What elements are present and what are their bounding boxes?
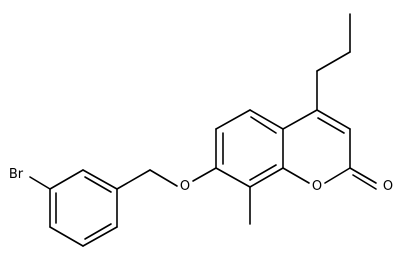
bond-coumarin-inner-2: [250, 116, 277, 134]
bond-ch2-o: [149, 169, 178, 187]
bond-bromophenyl-c1-c2: [49, 169, 84, 190]
atom-label-ring-oxygen: O: [312, 179, 322, 194]
bond-c7-c8: [215, 167, 251, 188]
bond-bromophenyl-inner-2: [84, 223, 112, 240]
atom-label-carbonyl-oxygen: O: [383, 179, 393, 194]
bond-bromophenyl-c2-c3: [82, 169, 118, 190]
atom-label-bromine: Br: [9, 167, 24, 182]
bond-o1-c2: [324, 167, 351, 184]
bond-carbonyl-2: [352, 174, 377, 190]
bond-c5-c6: [215, 109, 251, 130]
bond-c4a-c5: [249, 109, 284, 130]
bond-lines: [29, 13, 377, 247]
atom-label-ether-oxygen: O: [180, 179, 190, 194]
bond-c3-c4-double: [317, 117, 345, 134]
bond-bromophenyl-c5-c6: [49, 226, 84, 247]
bond-carbonyl-1: [349, 167, 377, 184]
bond-aryl-ch2: [116, 169, 151, 190]
bond-c8a-o1: [282, 167, 310, 184]
bond-o-coumarin: [192, 167, 217, 182]
bond-c3-c4: [316, 109, 351, 130]
bond-bromophenyl-inner-1: [84, 176, 112, 193]
bond-bromophenyl-c4-c5: [82, 226, 118, 247]
bond-c-br: [29, 176, 51, 190]
bond-coumarin-inner-1: [249, 164, 277, 181]
bond-c8-c8a: [249, 167, 284, 188]
bond-c4-c4a: [282, 109, 318, 130]
bond-propyl-1-2: [316, 51, 351, 72]
